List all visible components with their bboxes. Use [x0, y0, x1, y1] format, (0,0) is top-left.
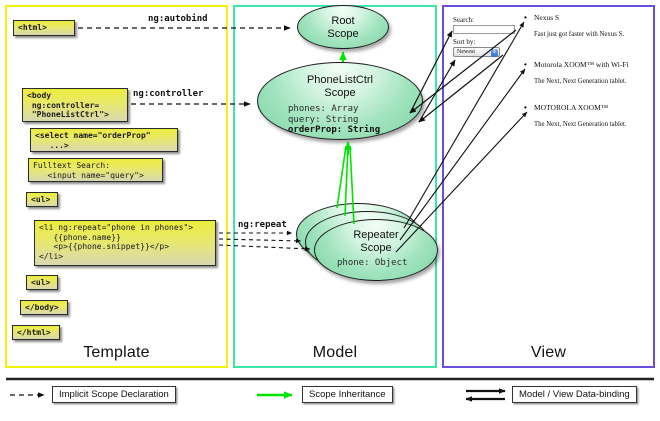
template-box-select-tag: <select name="orderProp" ...> — [30, 128, 178, 152]
phone-name-2: MOTOROLA XOOM™ — [534, 103, 609, 112]
scope-root-title: Root Scope — [327, 15, 359, 40]
prop-query: query: String — [288, 114, 359, 125]
template-box-fulltext-search: Fulltext Search: <input name="query"> — [28, 158, 163, 182]
phone-name-1: Motorola XOOM™ with Wi-Fi — [534, 60, 629, 69]
legend: Implicit Scope Declaration Scope Inherit… — [0, 374, 660, 421]
chevron-updown-icon: ⇕ — [491, 49, 498, 57]
column-label-view: View — [530, 344, 567, 361]
scope-repeater-title: Repeater Scope — [353, 229, 399, 254]
edge-label-ng-repeat: ng:repeat — [238, 220, 287, 230]
scope-repeater-props: phone: Object — [337, 258, 437, 269]
prop-orderprop: orderProp: String — [288, 125, 381, 135]
view-search-input[interactable] — [453, 25, 515, 34]
prop-phone: phone: Object — [337, 258, 408, 268]
phone-snippet-1: The Next, Next Generation tablet. — [534, 78, 627, 85]
template-box-body-open: <body ng:controller= "PhoneListCtrl"> — [22, 88, 128, 122]
edge-label-ng-controller: ng:controller — [133, 89, 204, 99]
template-box-ul-open: <ul> — [26, 192, 58, 207]
scope-repeater: Repeater Scope phone: Object — [314, 219, 438, 281]
column-label-model: Model — [312, 344, 358, 361]
scope-phonelistctrl-title: PhoneListCtrl Scope — [306, 74, 374, 99]
phone-name-0: Nexus S — [534, 13, 560, 22]
view-sort-select[interactable]: Newest ⇕ — [453, 47, 500, 57]
edge-label-ng-autobind: ng:autobind — [148, 14, 208, 24]
legend-item-implicit-scope-declaration: Implicit Scope Declaration — [52, 386, 176, 403]
phone-snippet-2: The Next, Next Generation tablet. — [534, 121, 627, 128]
legend-arrows — [6, 377, 654, 402]
view-sort-label: Sort by: — [453, 38, 476, 46]
template-box-html-open: <html> — [13, 20, 75, 36]
view-search-label: Search: — [453, 16, 474, 24]
scope-phonelistctrl: PhoneListCtrl Scope phones: Array query:… — [257, 62, 423, 140]
template-box-li-repeat: <li ng:repeat="phone in phones"> {{phone… — [34, 220, 216, 266]
legend-item-model-view-data-binding: Model / View Data-binding — [512, 386, 637, 403]
phone-bullet-1: • — [524, 60, 527, 69]
prop-phones: phones: Array — [288, 104, 359, 114]
view-sort-value: Newest — [457, 49, 475, 55]
legend-item-scope-inheritance: Scope Inheritance — [302, 386, 393, 403]
phone-snippet-0: Fast just got faster with Nexus S. — [534, 31, 625, 38]
column-label-template: Template — [83, 344, 150, 361]
phone-bullet-2: • — [524, 103, 527, 112]
scope-root: Root Scope — [297, 5, 389, 49]
template-box-body-close: </body> — [20, 300, 68, 315]
phone-bullet-0: • — [524, 13, 527, 22]
column-model: Model — [233, 5, 437, 368]
scope-phonelistctrl-props: phones: Array query: String orderProp: S… — [288, 104, 422, 136]
template-box-html-close: </html> — [12, 325, 60, 340]
template-box-ul-close: <ul> — [26, 275, 58, 290]
